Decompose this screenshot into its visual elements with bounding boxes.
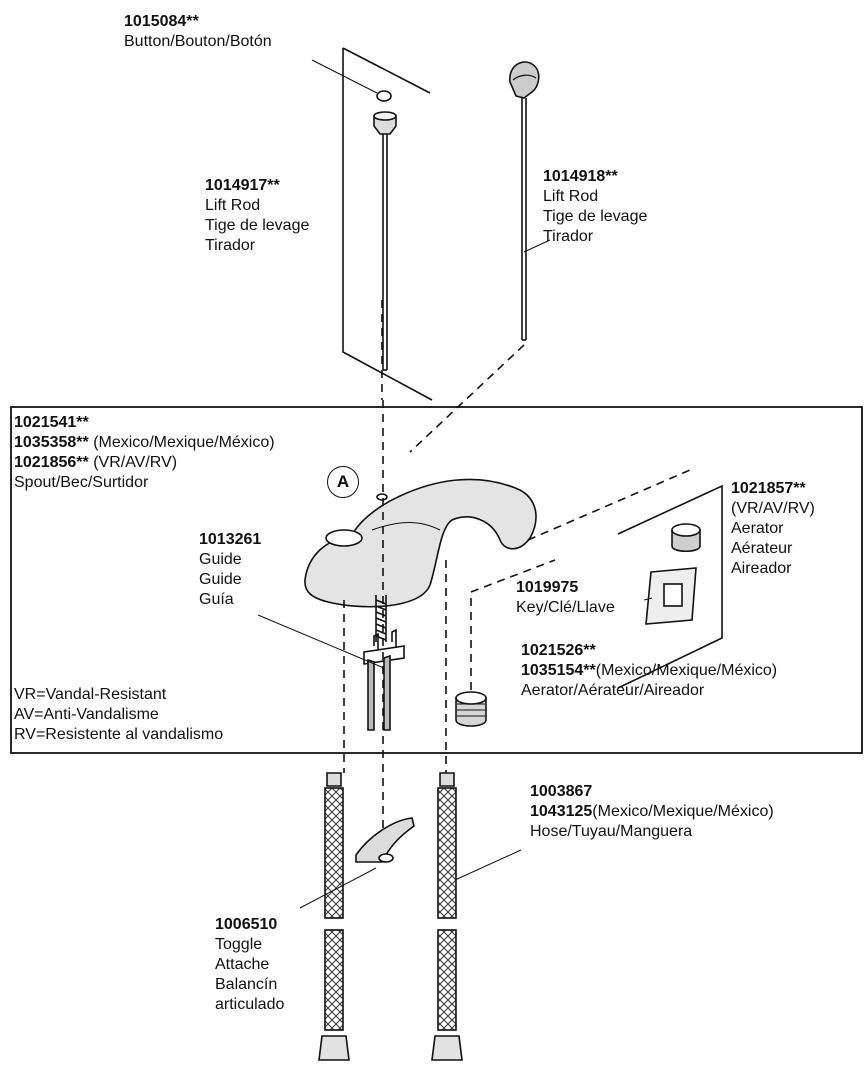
hose-left — [318, 772, 350, 1061]
label-lift-rod-right: 1014918** Lift Rod Tige de levage Tirado… — [543, 168, 648, 245]
label-hose: 1003867 1043125(Mexico/Mexique/México) H… — [530, 783, 774, 840]
label-button: 1015084** Button/Bouton/Botón — [124, 13, 272, 50]
spout-assembly-box — [10, 406, 863, 754]
lift-rod-right — [409, 61, 551, 453]
button-part — [376, 90, 392, 102]
lift-rod-left — [373, 111, 397, 371]
lift-rod-panel — [342, 47, 433, 401]
label-key: 1019975 Key/Clé/Llave — [516, 579, 615, 616]
callout-a: A — [327, 466, 359, 498]
aerator-part — [455, 691, 487, 727]
guide-part — [257, 614, 405, 731]
label-aerator-vr: 1021857** (VR/AV/RV) Aerator Aérateur Ai… — [731, 480, 815, 577]
hose-right — [431, 772, 463, 1061]
legend: VR=Vandal-Resistant AV=Anti-Vandalisme R… — [14, 686, 224, 743]
label-spout: 1021541** 1035358** (Mexico/Mexique/Méxi… — [14, 414, 275, 491]
vr-aerator-panel — [617, 484, 723, 689]
label-toggle: 1006510 Toggle Attache Balancín articula… — [215, 916, 285, 1013]
label-lift-rod-left: 1014917** Lift Rod Tige de levage Tirado… — [205, 177, 310, 254]
label-guide: 1013261 Guide Guide Guía — [199, 531, 262, 608]
spout-body — [304, 478, 537, 608]
toggle-part — [299, 817, 415, 909]
label-aerator: 1021526** 1035154**(Mexico/Mexique/Méxic… — [521, 642, 778, 699]
